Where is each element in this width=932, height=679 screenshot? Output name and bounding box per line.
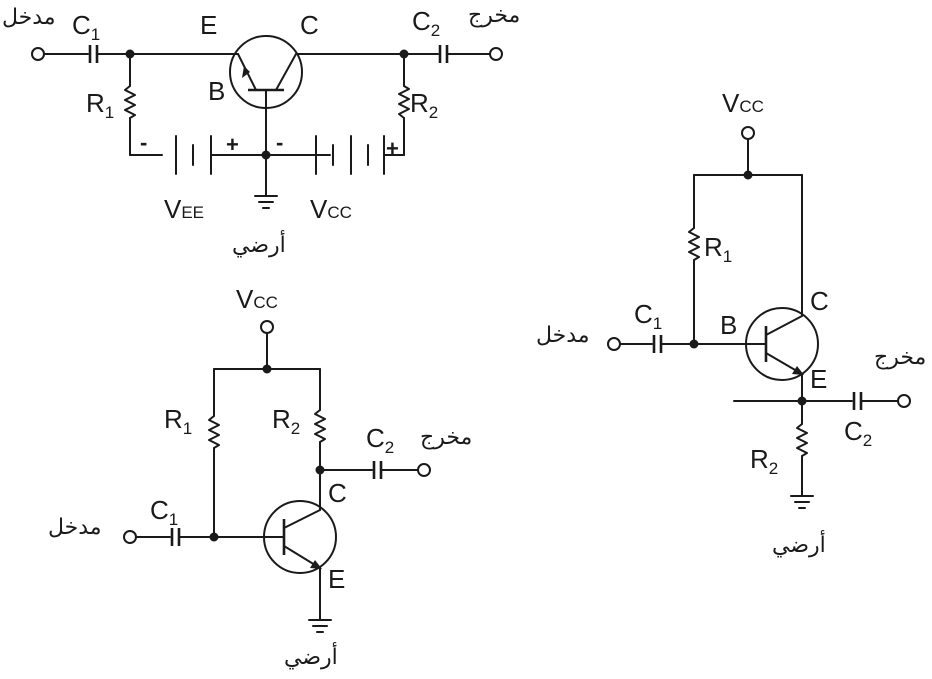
cc-resistor-r2 xyxy=(796,423,808,457)
cb-resistor-r1 xyxy=(124,85,136,119)
cb-vcc-label: VCC xyxy=(310,194,352,224)
cb-vee-plus: + xyxy=(226,132,239,157)
cc-input-label: مدخل xyxy=(536,323,590,348)
ce-ground-label: أرضي xyxy=(284,642,338,670)
cc-base-label: B xyxy=(720,310,737,340)
cb-r2-label: R2 xyxy=(410,88,438,122)
cb-input-label: مدخل xyxy=(2,5,56,30)
cb-vee-minus: - xyxy=(140,130,147,155)
cc-resistor-r1 xyxy=(688,227,700,261)
cb-c2-label: C2 xyxy=(412,6,440,40)
cb-output-label: مخرج xyxy=(468,3,520,28)
ce-transistor xyxy=(263,500,337,574)
ce-resistor-r1 xyxy=(208,415,220,449)
cb-ground-symbol xyxy=(254,195,278,209)
common-collector-circuit: VCC xyxy=(536,88,926,558)
cb-c1-label: C1 xyxy=(72,10,100,44)
common-base-circuit: مدخل C1 E C B C2 مخرج R1 R2 - + - + VEE … xyxy=(2,3,520,258)
cc-c2-label: C2 xyxy=(844,416,872,450)
ce-vcc-terminal xyxy=(260,320,274,334)
cc-capacitor-c2 xyxy=(852,392,863,410)
cb-input-terminal xyxy=(31,47,45,61)
cc-input-terminal xyxy=(607,337,621,351)
ce-capacitor-c2 xyxy=(372,461,383,479)
common-emitter-circuit: VCC xyxy=(48,284,472,670)
cb-vee-label: VEE xyxy=(164,194,204,224)
cc-collector-label: C xyxy=(810,286,829,316)
ce-input-terminal xyxy=(123,530,137,544)
cc-r2-label: R2 xyxy=(750,444,778,478)
ce-resistor-r2 xyxy=(314,409,326,443)
cc-capacitor-c1 xyxy=(652,335,663,353)
cb-emitter-label: E xyxy=(200,10,217,40)
cc-junction-emitter xyxy=(797,396,807,406)
cb-vcc-plus: + xyxy=(386,136,399,161)
ce-output-label: مخرج xyxy=(420,425,472,450)
ce-ground-symbol xyxy=(308,619,332,633)
cb-output-terminal xyxy=(489,47,503,61)
cb-battery-vee xyxy=(175,135,212,175)
ce-input-label: مدخل xyxy=(48,515,102,540)
cb-base-label: B xyxy=(208,76,225,106)
ce-c1-label: C1 xyxy=(150,495,178,529)
cb-capacitor-c1 xyxy=(88,45,99,63)
cc-junction-base xyxy=(689,339,699,349)
cb-capacitor-c2 xyxy=(438,45,449,63)
ce-output-terminal xyxy=(417,463,431,477)
cc-r1-label: R1 xyxy=(704,232,732,266)
cb-collector-label: C xyxy=(300,10,319,40)
cc-vcc-label: VCC xyxy=(722,88,764,118)
ce-capacitor-c1 xyxy=(170,528,181,546)
cc-ground-symbol xyxy=(790,495,814,509)
cc-c1-label: C1 xyxy=(634,299,662,333)
cb-junction-output xyxy=(399,49,409,59)
cb-vcc-minus: - xyxy=(276,130,283,155)
cb-ground-label: أرضي xyxy=(232,230,286,258)
cc-output-terminal xyxy=(897,394,911,408)
ce-emitter-label: E xyxy=(328,564,345,594)
ce-collector-label: C xyxy=(328,478,347,508)
ce-r1-label: R1 xyxy=(164,404,192,438)
cc-transistor xyxy=(745,307,819,381)
ce-vcc-label: VCC xyxy=(236,284,278,314)
ce-r2-label: R2 xyxy=(272,404,300,438)
cb-junction-ground xyxy=(261,150,271,160)
ce-junction-base xyxy=(209,532,219,542)
cb-resistor-r2 xyxy=(398,85,410,119)
cb-transistor xyxy=(229,35,303,197)
ce-c2-label: C2 xyxy=(366,423,394,457)
cc-vcc-terminal xyxy=(741,126,755,140)
cc-output-label: مخرج xyxy=(874,345,926,370)
cc-ground-label: أرضي xyxy=(772,530,826,558)
cc-emitter-label: E xyxy=(810,364,827,394)
cb-r1-label: R1 xyxy=(86,88,114,122)
